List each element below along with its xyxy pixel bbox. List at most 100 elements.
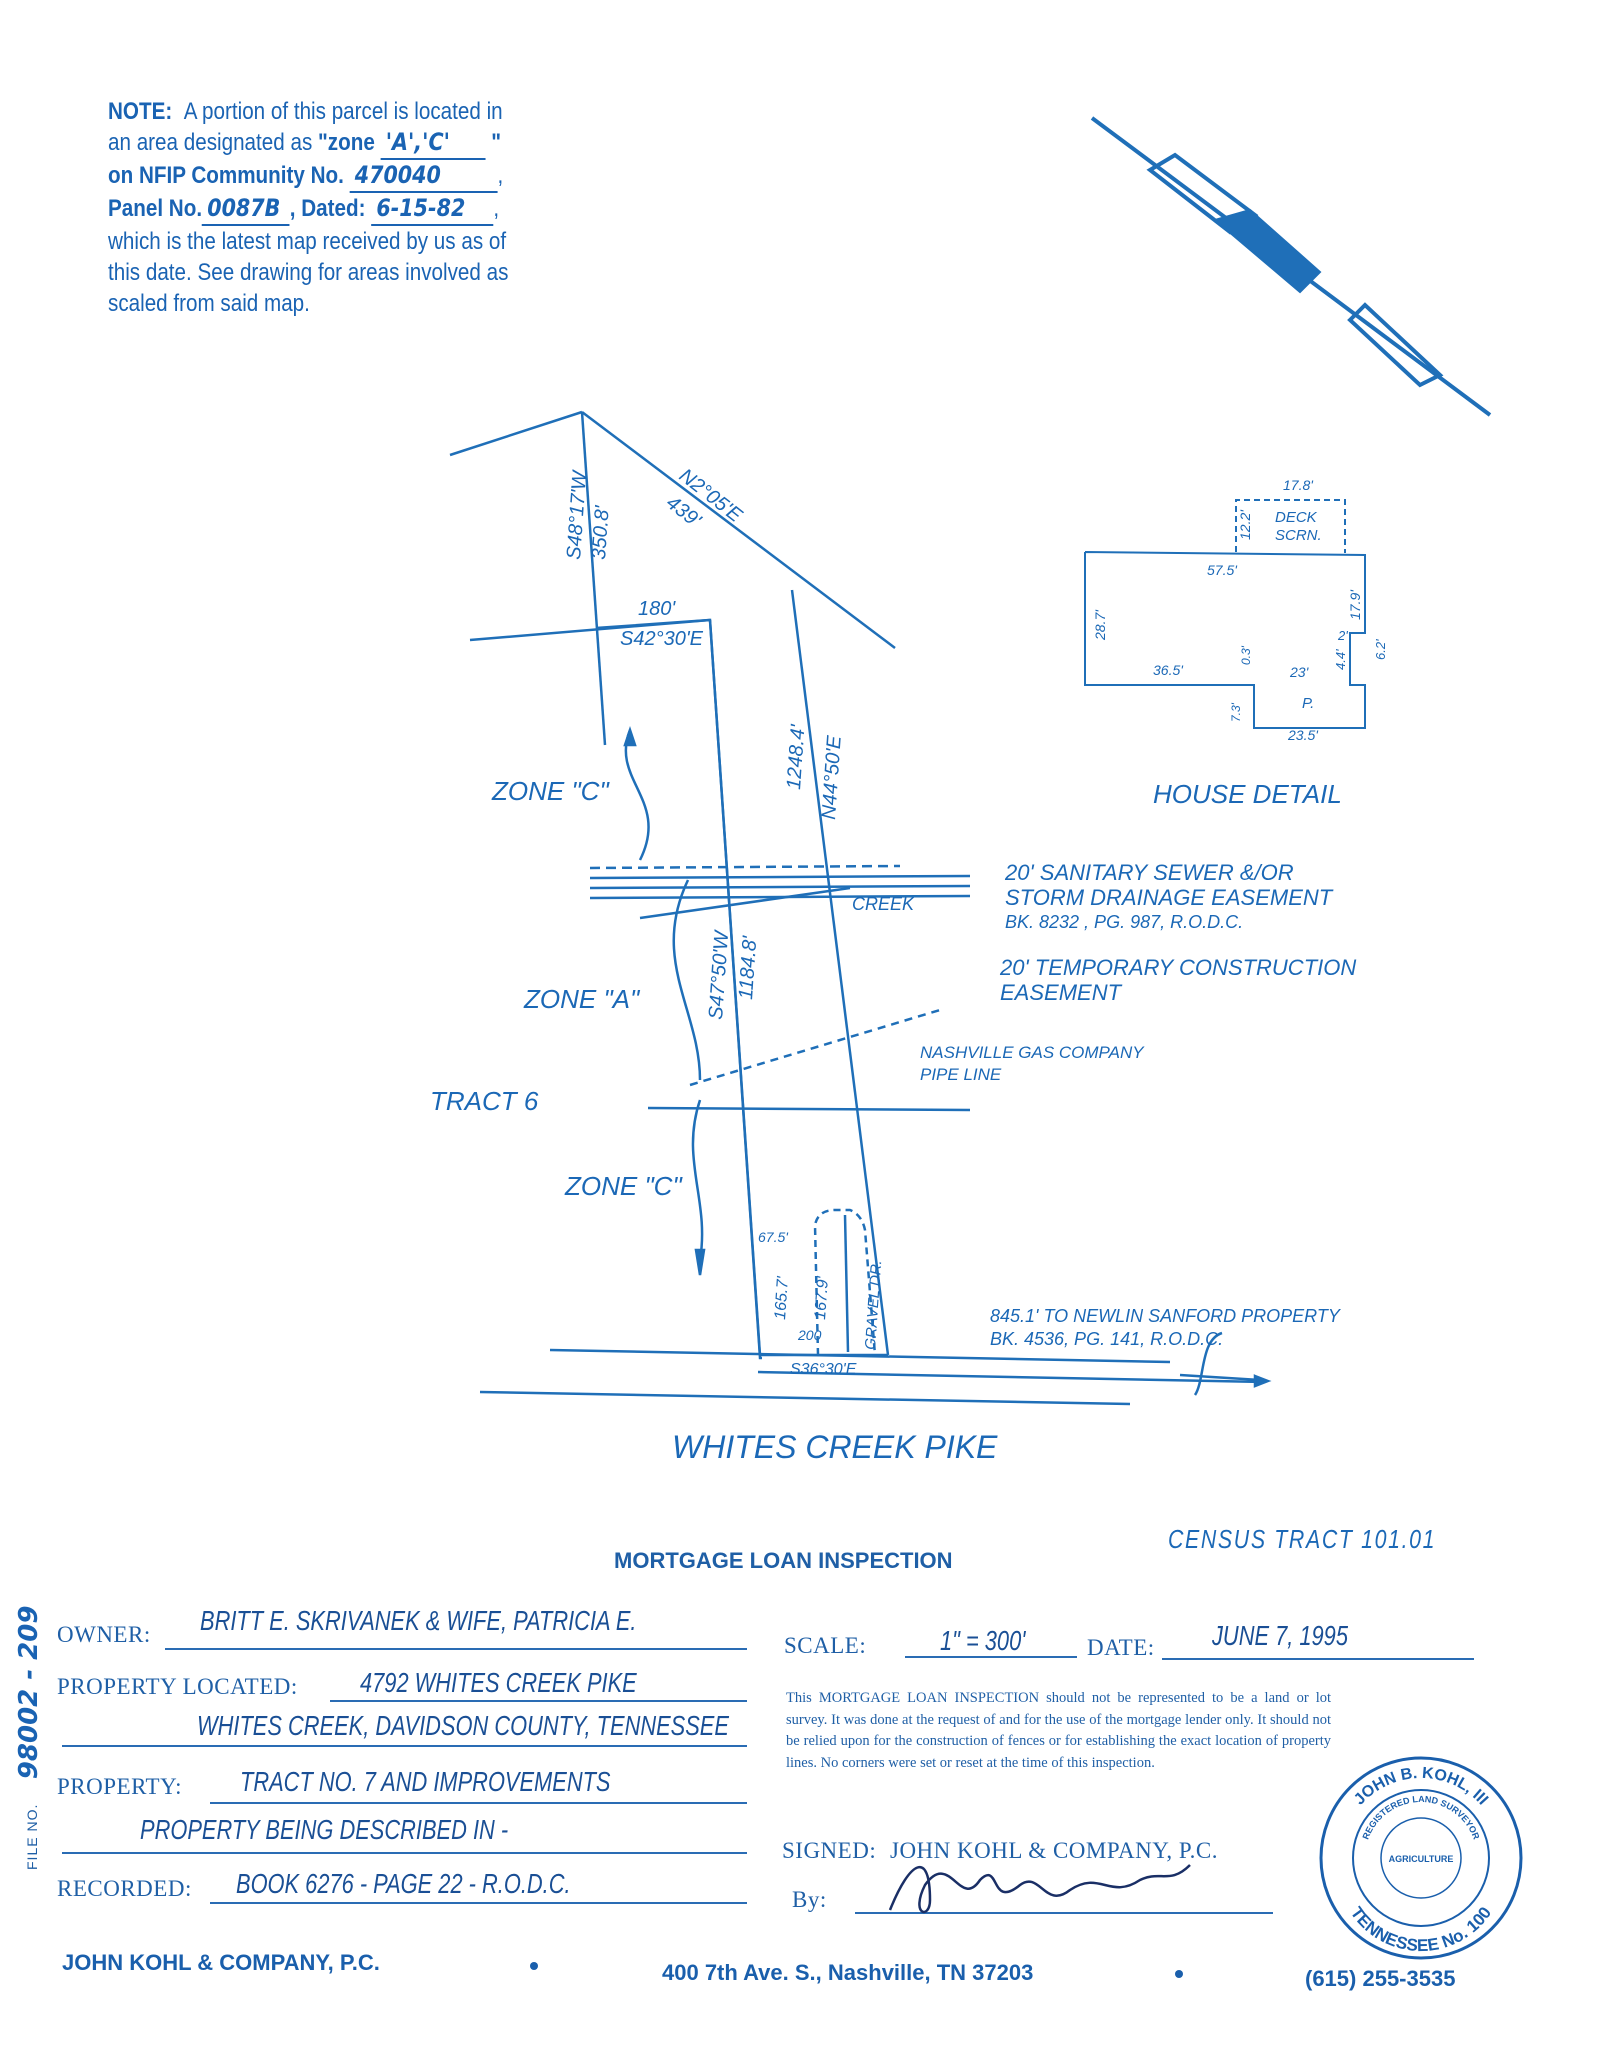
house-title: HOUSE DETAIL (1153, 779, 1342, 809)
dist-1184: 1184.8' (735, 934, 761, 1000)
house-dim-122: 12.2' (1237, 509, 1253, 540)
gravel-drive: GRAVEL DR. (862, 1260, 885, 1351)
recorded-line (210, 1902, 747, 1904)
seal-center: AGRICULTURE (1389, 1854, 1454, 1864)
house-detail-drawing (1084, 499, 1366, 729)
note-community-no: 470040 (349, 160, 498, 193)
easement1-line3: BK. 8232 , PG. 987, R.O.D.C. (1005, 912, 1243, 932)
road-name: WHITES CREEK PIKE (672, 1429, 998, 1465)
property-label: PROPERTY: (57, 1774, 182, 1799)
dist-1248: 1248.4' (783, 723, 810, 791)
dist-west: 350.8' (588, 504, 614, 560)
note-panel-label: Panel No. (108, 195, 203, 222)
house-dim-575: 57.5' (1207, 562, 1238, 578)
note-zone-label: "zone (318, 129, 375, 156)
house-dim-2: 2' (1337, 628, 1348, 643)
property-value-1: TRACT NO. 7 AND IMPROVEMENTS (240, 1766, 611, 1797)
signed-value: JOHN KOHL & COMPANY, P.C. (890, 1838, 1218, 1863)
tract-6: TRACT 6 (430, 1086, 539, 1116)
house-deck: DECK (1275, 509, 1318, 526)
easement2-line1: 20' TEMPORARY CONSTRUCTION (999, 955, 1356, 980)
dist-1657: 165.7' (772, 1275, 792, 1320)
census-tract: CENSUS TRACT 101.01 (1168, 1524, 1437, 1554)
house-dim-178: 17.8' (1283, 477, 1314, 493)
note-label: NOTE: (108, 98, 173, 125)
footer-company: JOHN KOHL & COMPANY, P.C. (62, 1950, 380, 1975)
footer-dot-2 (1175, 1970, 1183, 1978)
recorded-label: RECORDED: (57, 1876, 192, 1901)
house-dim-235: 23.5' (1287, 727, 1319, 743)
house-dim-179: 17.9' (1347, 589, 1363, 620)
disclaimer: This MORTGAGE LOAN INSPECTION should not… (786, 1690, 1331, 1771)
owner-label: OWNER: (57, 1622, 151, 1647)
note-dated-label: , Dated: (289, 195, 366, 222)
footer-address: 400 7th Ave. S., Nashville, TN 37203 (662, 1960, 1034, 1985)
note-line7: scaled from said map. (108, 290, 310, 317)
seal-bottom: TENNESSEE No. 100 (1347, 1903, 1495, 1955)
bearing-bottom: S36°30'E (790, 1361, 857, 1378)
date-label: DATE: (1087, 1635, 1155, 1660)
file-no-label: FILE NO. (24, 1803, 40, 1870)
signature-icon (888, 1864, 1191, 1914)
dist-180: 180' (638, 598, 676, 620)
bearing-mid: S47°50'W (705, 928, 733, 1020)
owner-line (165, 1648, 747, 1650)
form-title: MORTGAGE LOAN INSPECTION (614, 1548, 953, 1573)
zone-c-bottom: ZONE "C" (564, 1171, 683, 1201)
bearing-west: S48°17'W (563, 468, 591, 560)
owner-value: BRITT E. SKRIVANEK & WIFE, PATRICIA E. (200, 1605, 637, 1636)
scale-line (905, 1656, 1077, 1658)
gas-line1: NASHVILLE GAS COMPANY (920, 1043, 1145, 1062)
house-dim-44: 4.4' (1333, 649, 1348, 670)
flood-note: NOTE: A portion of this parcel is locate… (108, 96, 521, 319)
scale-value: 1" = 300' (940, 1625, 1026, 1656)
note-zone-value: 'A','C' (380, 127, 486, 160)
note-line6: this date. See drawing for areas involve… (108, 259, 509, 286)
signed-label: SIGNED: (782, 1838, 877, 1863)
house-porch: P. (1302, 695, 1314, 712)
note-line5: which is the latest map received by us a… (108, 228, 507, 255)
located-value-2: WHITES CREEK, DAVIDSON COUNTY, TENNESSEE (197, 1710, 729, 1741)
plat-drawing: S48°17'W 350.8' N2°05'E 439' 180' S42°30… (430, 116, 1492, 1465)
file-number: FILE NO. 98002 - 209 (14, 1606, 44, 1870)
dist-1679: 167.9' (812, 1275, 832, 1320)
house-dim-287: 28.7' (1092, 609, 1108, 641)
north-arrow-icon (1090, 116, 1492, 417)
note-panel-no: 0087B (202, 193, 290, 226)
property-line-1 (210, 1802, 747, 1804)
scale-label: SCALE: (784, 1633, 867, 1658)
note-community-label: on NFIP Community No. (108, 162, 344, 189)
newlin-line1: 845.1' TO NEWLIN SANFORD PROPERTY (990, 1306, 1342, 1326)
house-dim-62: 6.2' (1373, 639, 1388, 660)
surveyor-seal-icon: JOHN B. KOHL, III TENNESSEE No. 100 REGI… (1319, 1756, 1523, 1960)
house-dim-23: 23' (1289, 664, 1310, 680)
house-dim-365: 36.5' (1153, 662, 1184, 678)
note-line1: A portion of this parcel is located in (183, 98, 503, 125)
footer-phone: (615) 255-3535 (1305, 1966, 1456, 1991)
zone-a: ZONE "A" (523, 984, 641, 1014)
note-line2: an area designated as (108, 129, 313, 156)
easement2-line2: EASEMENT (1000, 980, 1123, 1005)
note-dated-value: 6-15-82 (371, 193, 494, 226)
date-line (1162, 1658, 1474, 1660)
zone-c-top: ZONE "C" (491, 776, 610, 806)
house-dim-73: 7.3' (1229, 702, 1243, 722)
located-value-1: 4792 WHITES CREEK PIKE (360, 1667, 637, 1698)
easement1-line2: STORM DRAINAGE EASEMENT (1005, 885, 1334, 910)
located-line-2 (62, 1745, 747, 1747)
easement1-line1: 20' SANITARY SEWER &/OR (1004, 860, 1294, 885)
by-label: By: (792, 1887, 827, 1912)
file-no-value: 98002 - 209 (14, 1605, 44, 1780)
located-label: PROPERTY LOCATED: (57, 1674, 298, 1699)
dist-675: 67.5' (758, 1229, 789, 1245)
property-line-2 (62, 1852, 747, 1854)
house-scrn: SCRN. (1275, 527, 1322, 544)
footer-dot-1 (530, 1962, 538, 1970)
dist-200: 200 (797, 1327, 822, 1343)
located-line-1 (330, 1700, 747, 1702)
bearing-542: S42°30'E (620, 628, 704, 650)
by-line (855, 1912, 1273, 1914)
bearing-east: N44°50'E (818, 734, 846, 820)
newlin-line2: BK. 4536, PG. 141, R.O.D.C. (990, 1329, 1223, 1349)
house-dim-03: 0.3' (1239, 645, 1253, 665)
